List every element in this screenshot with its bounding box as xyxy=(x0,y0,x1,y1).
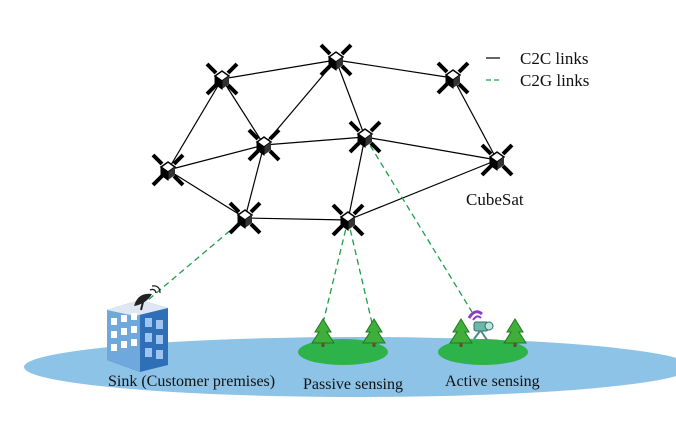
legend-c2g-label: C2G links xyxy=(520,71,589,90)
cubesat-icon xyxy=(247,128,281,162)
cubesat-icon xyxy=(319,43,353,77)
c2c-links xyxy=(167,59,498,221)
sink-label: Sink (Customer premises) xyxy=(108,373,275,390)
cubesat-icon xyxy=(348,120,382,154)
legend: C2C links C2G links xyxy=(486,49,589,90)
c2g-links xyxy=(147,136,473,324)
tree-icon xyxy=(311,318,335,348)
building-icon xyxy=(107,300,168,372)
cubesat-icon xyxy=(480,143,514,177)
cubesat-label: CubeSat xyxy=(466,190,524,209)
tree-icon xyxy=(503,318,527,348)
satellite-dish-icon xyxy=(134,285,161,311)
passive-sensing-area xyxy=(298,339,388,365)
passive-sensing-label: Passive sensing xyxy=(303,376,403,393)
legend-c2c-label: C2C links xyxy=(520,49,589,68)
cubesat-icon xyxy=(205,62,239,96)
active-sensing-label: Active sensing xyxy=(445,373,540,390)
cubesat-icon xyxy=(436,61,470,95)
tree-icon xyxy=(362,318,386,348)
cubesat-icon xyxy=(151,153,185,187)
tree-icon xyxy=(449,318,473,348)
active-sensor-icon xyxy=(467,310,494,341)
